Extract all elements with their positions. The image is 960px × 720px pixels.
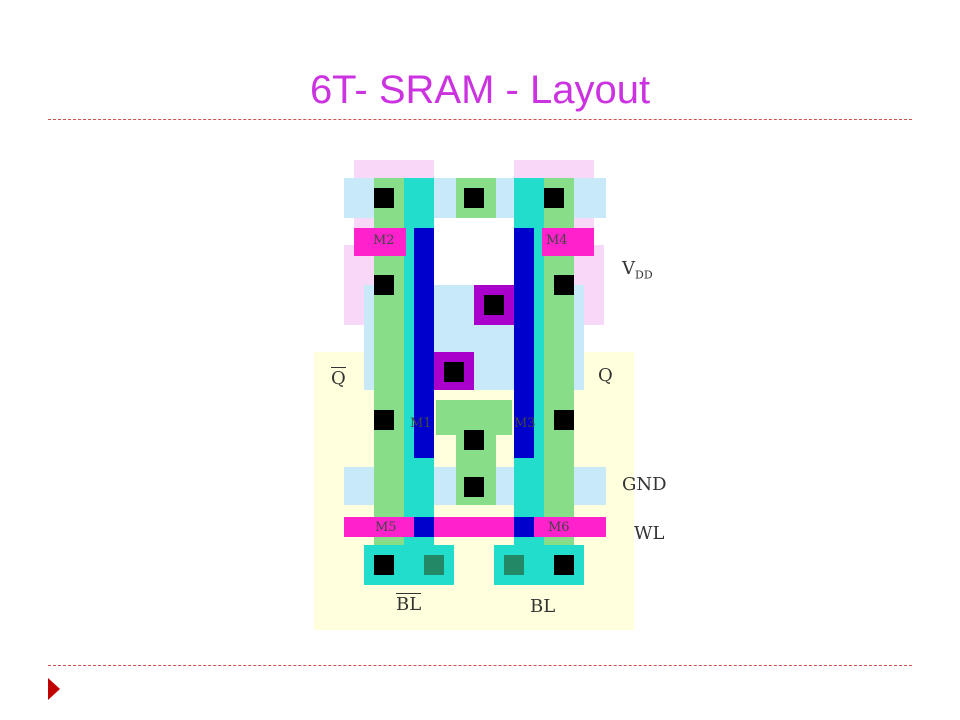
transistor-label-m2: M2 xyxy=(373,233,395,248)
transistor-label-m1: M1 xyxy=(410,416,432,431)
page-title: 6T- SRAM - Layout xyxy=(309,68,651,112)
contact xyxy=(374,410,394,430)
contact xyxy=(464,430,484,450)
contact xyxy=(554,555,574,575)
metal2-left xyxy=(414,228,434,458)
contact xyxy=(464,477,484,497)
wl-label: WL xyxy=(634,523,665,544)
q-bar-label: Q xyxy=(331,367,346,389)
wl-cross-right xyxy=(514,517,534,537)
wl-cross-left xyxy=(414,517,434,537)
top-divider xyxy=(48,119,912,120)
q-label: Q xyxy=(598,365,613,386)
bullet-arrow-icon xyxy=(48,678,60,700)
contact xyxy=(374,275,394,295)
contact xyxy=(374,555,394,575)
bl-bar-label: BL xyxy=(396,593,422,615)
transistor-label-m6: M6 xyxy=(548,520,570,535)
bl-label: BL xyxy=(530,596,556,617)
vdd-label: VDD xyxy=(622,258,653,282)
bl-via-right xyxy=(504,555,524,575)
transistor-label-m4: M4 xyxy=(546,233,568,248)
contact xyxy=(464,188,484,208)
contact xyxy=(554,275,574,295)
via-core xyxy=(484,295,504,315)
poly-gate-m4 xyxy=(542,228,594,256)
contact xyxy=(554,410,574,430)
poly-wordline xyxy=(344,517,606,537)
contact xyxy=(374,188,394,208)
contact xyxy=(544,188,564,208)
via-core xyxy=(444,362,464,382)
transistor-label-m3: M3 xyxy=(514,416,536,431)
bottom-divider xyxy=(48,665,912,666)
metal2-right xyxy=(514,228,534,458)
transistor-label-m5: M5 xyxy=(375,520,397,535)
gnd-label: GND xyxy=(622,474,667,495)
bl-via-left xyxy=(424,555,444,575)
poly-gate-m2 xyxy=(354,228,406,256)
